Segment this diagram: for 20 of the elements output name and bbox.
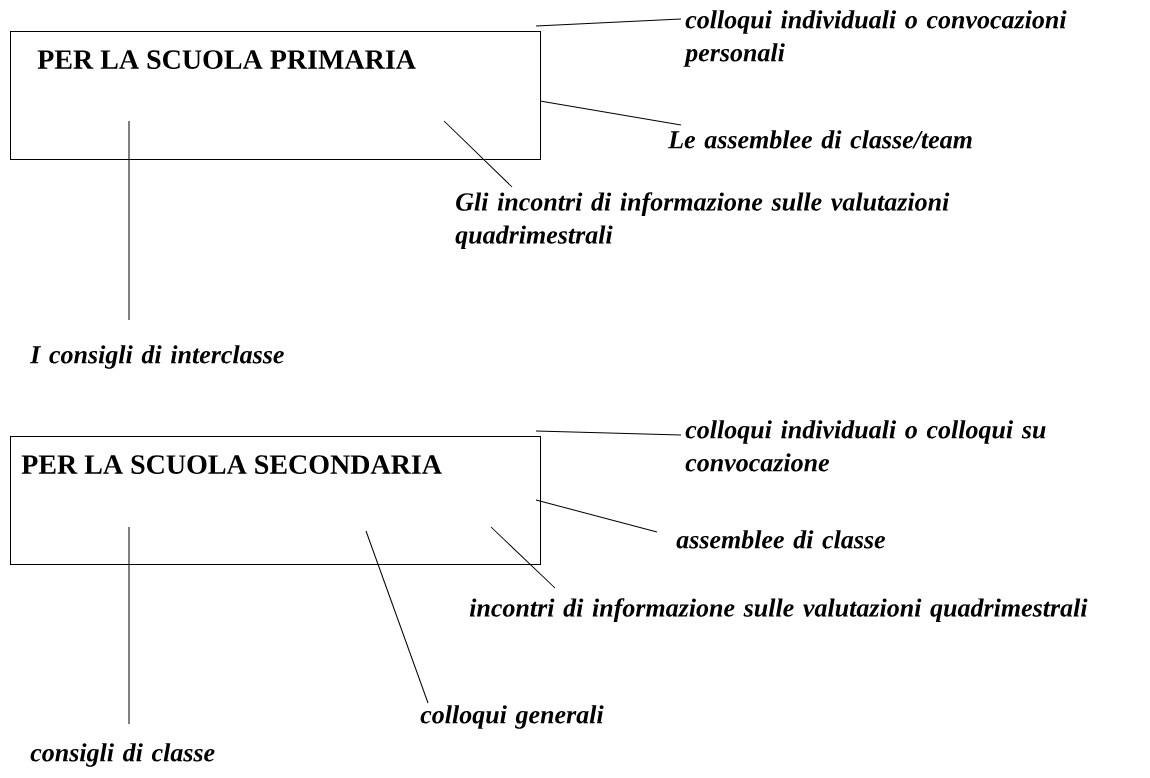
item-label: colloqui individuali o colloqui su convocazione bbox=[685, 420, 1046, 472]
leader-line bbox=[535, 499, 658, 533]
leader-line bbox=[128, 526, 130, 725]
leader-line bbox=[443, 120, 513, 188]
leader-line bbox=[535, 18, 682, 27]
leader-line bbox=[128, 120, 130, 321]
item-label: incontri di informazione sulle valutazioni quadrimestrali bbox=[469, 598, 1088, 623]
item-label: colloqui generali bbox=[420, 705, 604, 729]
leader-line bbox=[365, 530, 429, 704]
item-label: I consigli di interclasse bbox=[29, 345, 284, 369]
group-box: PER LA SCUOLA SECONDARIA bbox=[10, 436, 541, 565]
item-label: colloqui individuali o convocazioni personali bbox=[683, 10, 1067, 67]
item-label: Le assemblee di classe/team bbox=[668, 130, 972, 149]
item-label: consigli di classe bbox=[30, 743, 215, 767]
leader-line bbox=[539, 100, 682, 126]
leader-line bbox=[490, 526, 556, 589]
item-label: assemblee di classe bbox=[676, 530, 886, 549]
group-box: PER LA SCUOLA PRIMARIA bbox=[10, 31, 541, 160]
item-label: Gli incontri di informazione sulle valutazioni quadrimestrali bbox=[455, 192, 950, 250]
leader-line bbox=[535, 430, 682, 436]
